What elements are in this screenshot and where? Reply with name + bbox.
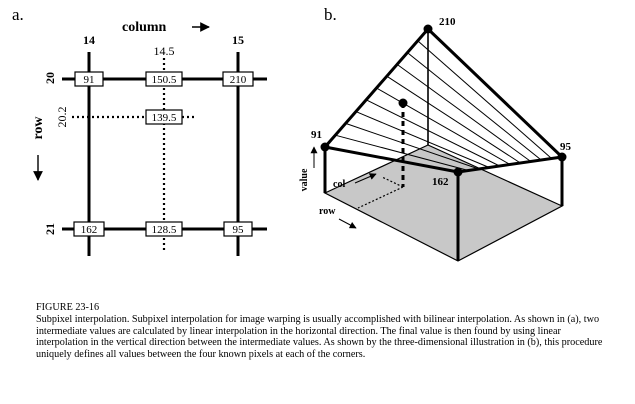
row-tick-21: 21: [43, 223, 57, 235]
panel-a: a. column 14 14.5 15 20 20.2 21 row 91 1…: [12, 5, 267, 256]
edge-91-162: [324, 145, 459, 174]
value-axis-label: value: [299, 168, 310, 191]
surface-ruling-line: [355, 111, 490, 168]
corner-dot-91: [320, 142, 330, 152]
caption-title: FIGURE 23-16: [36, 302, 100, 313]
edge-162-95: [457, 155, 563, 174]
surface-hatching: [335, 40, 552, 171]
panel-a-label: a.: [12, 5, 24, 24]
corner-dot-162: [453, 167, 463, 177]
value-box-top-mid: 150.5: [145, 71, 183, 87]
col-tick-15: 15: [232, 33, 244, 47]
col-tick-14: 14: [83, 33, 95, 47]
surface-ruling-line: [345, 122, 479, 170]
corner-label-91: 91: [311, 129, 322, 141]
col-tick-14-5: 14.5: [154, 44, 175, 58]
svg-text:150.5: 150.5: [152, 74, 177, 86]
corner-label-95: 95: [560, 141, 572, 153]
column-axis-label: column: [122, 20, 167, 35]
value-box-bot-mid: 128.5: [145, 221, 183, 237]
surface-ruling-line: [396, 63, 532, 162]
svg-text:139.5: 139.5: [152, 112, 177, 124]
row-tick-20-2: 20.2: [55, 107, 69, 128]
surface-ruling-line: [417, 40, 552, 159]
svg-text:162: 162: [81, 224, 98, 236]
interp-point-dot: [398, 98, 408, 108]
panel-b: b. 210 91 95 162 value col: [299, 5, 572, 262]
figure-canvas: a. column 14 14.5 15 20 20.2 21 row 91 1…: [12, 5, 572, 262]
value-box-bot-left: 162: [73, 221, 105, 237]
row-axis-label: row: [31, 116, 46, 140]
col-axis-arrow: [354, 173, 377, 184]
surface-ruling-line: [376, 87, 511, 165]
edge-91-210: [323, 28, 430, 148]
value-box-mid-mid: 139.5: [145, 109, 183, 125]
col-axis-label: col: [333, 179, 345, 190]
value-box-top-right: 210: [222, 71, 254, 87]
panel-b-label: b.: [324, 5, 337, 24]
row-tick-20: 20: [43, 72, 57, 84]
corner-label-162: 162: [432, 176, 449, 188]
surface-ruling-line: [407, 52, 542, 161]
caption-text: Subpixel interpolation. Subpixel interpo…: [36, 313, 603, 361]
svg-text:128.5: 128.5: [152, 224, 177, 236]
value-box-bot-right: 95: [223, 221, 253, 237]
corner-dot-210: [423, 24, 433, 34]
row-axis-arrow-3d: [338, 218, 357, 229]
figure-caption: FIGURE 23-16 Subpixel interpolation. Sub…: [36, 302, 608, 361]
corner-label-210: 210: [439, 16, 456, 28]
corner-dot-95: [557, 152, 567, 162]
col-projection: [357, 186, 404, 209]
row-axis-label-3d: row: [319, 206, 336, 217]
value-box-top-left: 91: [74, 71, 104, 87]
edge-210-95: [426, 27, 564, 159]
surface-ruling-line: [386, 75, 521, 164]
svg-text:91: 91: [84, 74, 95, 86]
svg-text:95: 95: [233, 224, 245, 236]
surface-ruling-line: [365, 99, 500, 167]
svg-text:210: 210: [230, 74, 247, 86]
